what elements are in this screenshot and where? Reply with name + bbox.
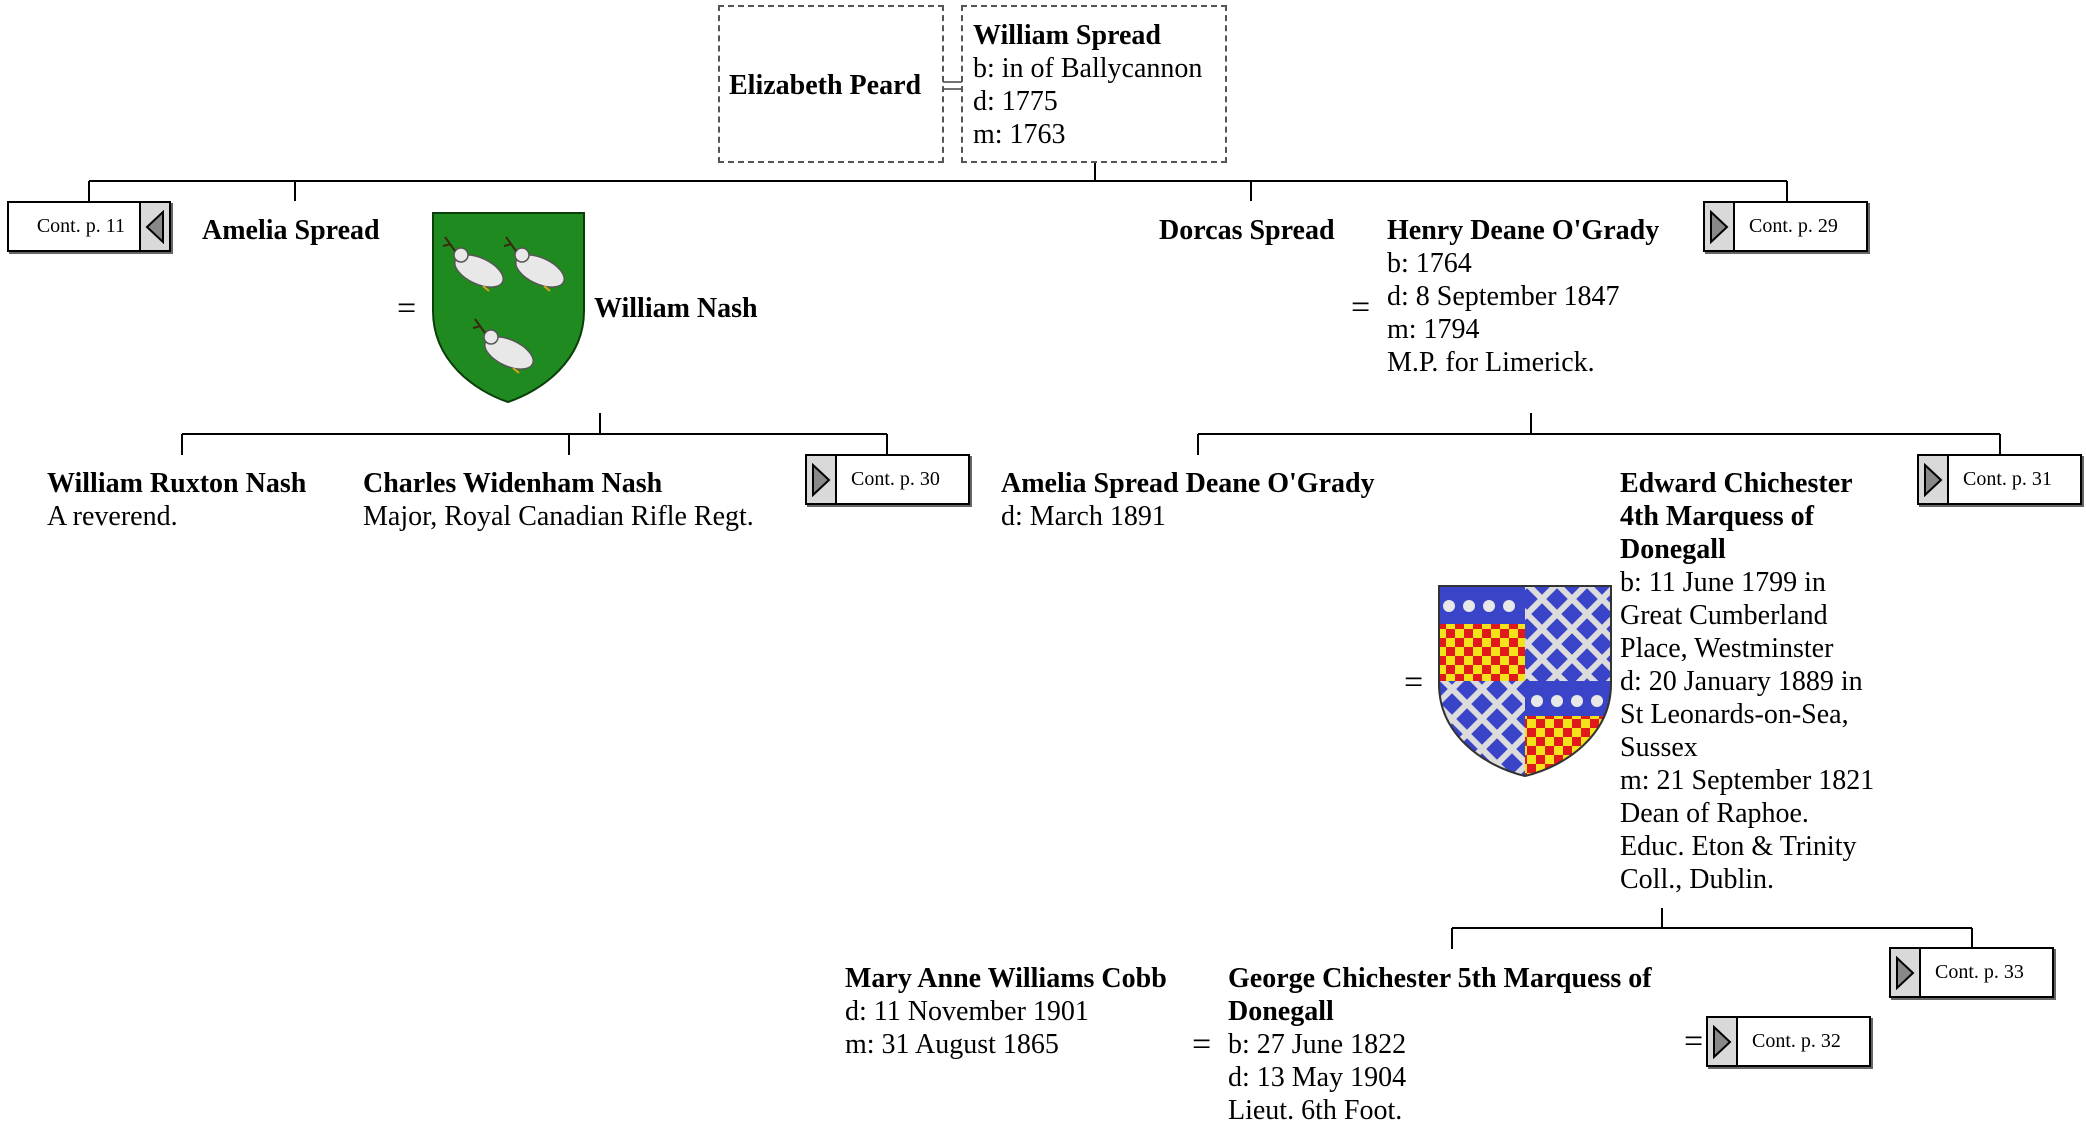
person-detail: Lieut. 6th Foot. <box>1228 1095 1403 1126</box>
person-detail: d: 8 September 1847 <box>1387 281 1620 312</box>
coat-of-arms-icon <box>432 212 585 404</box>
triangle-right-icon <box>1705 203 1735 250</box>
person-amelia-spread[interactable]: Amelia Spread <box>202 214 380 247</box>
person-detail: d: 11 November 1901 <box>845 996 1089 1027</box>
root-wife-box <box>718 5 944 163</box>
person-amelia-spread-deane-ogrady[interactable]: Amelia Spread Deane O'Grady d: March 189… <box>1001 467 1375 533</box>
cont-label: Cont. p. 32 <box>1752 1030 1841 1052</box>
person-edward-chichester[interactable]: Edward Chichester 4th Marquess of Donega… <box>1620 467 1885 896</box>
triangle-left-icon <box>139 203 169 250</box>
coat-of-arms-icon <box>1438 585 1612 778</box>
person-dorcas-spread[interactable]: Dorcas Spread <box>1159 214 1335 247</box>
nash-coat-of-arms <box>431 211 586 404</box>
cont-p11-button[interactable]: Cont. p. 11 <box>7 201 171 252</box>
person-detail: d: 20 January 1889 in St Leonards-on-Sea… <box>1620 666 1863 763</box>
person-name: William Ruxton Nash <box>47 468 307 499</box>
person-name: William Nash <box>594 293 758 324</box>
person-name: Amelia Spread Deane O'Grady <box>1001 468 1375 499</box>
root-husband-box <box>961 5 1227 163</box>
cont-p30-button[interactable]: Cont. p. 30 <box>805 454 970 505</box>
triangle-right-icon <box>1891 949 1921 996</box>
person-detail: d: March 1891 <box>1001 501 1166 532</box>
person-william-spread[interactable]: William Spread b: in of Ballycannon d: 1… <box>973 19 1202 151</box>
cont-p29-button[interactable]: Cont. p. 29 <box>1703 201 1868 252</box>
person-detail: A reverend. <box>47 501 178 532</box>
person-name: William Spread <box>973 20 1162 51</box>
person-detail: m: 1794 <box>1387 314 1480 345</box>
person-henry-deane-ogrady[interactable]: Henry Deane O'Grady b: 1764 d: 8 Septemb… <box>1387 214 1659 379</box>
person-name: George Chichester 5th Marquess of Donega… <box>1228 963 1652 1027</box>
person-detail: b: 1764 <box>1387 248 1472 279</box>
person-name: Edward Chichester 4th Marquess of Donega… <box>1620 468 1853 565</box>
triangle-right-icon <box>1708 1018 1738 1065</box>
person-william-nash[interactable]: William Nash <box>594 292 758 325</box>
person-detail: b: in of Ballycannon <box>973 53 1203 84</box>
cont-label: Cont. p. 31 <box>1963 468 2052 490</box>
person-name: Henry Deane O'Grady <box>1387 215 1660 246</box>
person-detail: b: 11 June 1799 in Great Cumberland Plac… <box>1620 567 1834 664</box>
person-detail: Educ. Eton & Trinity Coll., Dublin. <box>1620 831 1857 895</box>
marriage-symbol: = <box>1404 664 1424 701</box>
cont-label: Cont. p. 29 <box>1749 215 1838 237</box>
marriage-symbol: = <box>1684 1023 1704 1060</box>
cont-p33-button[interactable]: Cont. p. 33 <box>1889 947 2054 998</box>
person-name: Mary Anne Williams Cobb <box>845 963 1167 994</box>
triangle-right-icon <box>1919 456 1949 503</box>
person-charles-widenham-nash[interactable]: Charles Widenham Nash Major, Royal Canad… <box>363 467 754 533</box>
cont-p31-button[interactable]: Cont. p. 31 <box>1917 454 2082 505</box>
person-detail: m: 1763 <box>973 119 1066 150</box>
person-mary-anne-williams-cobb[interactable]: Mary Anne Williams Cobb d: 11 November 1… <box>845 962 1167 1061</box>
person-name: Charles Widenham Nash <box>363 468 663 499</box>
person-william-ruxton-nash[interactable]: William Ruxton Nash A reverend. <box>47 467 306 533</box>
person-detail: M.P. for Limerick. <box>1387 347 1595 378</box>
cont-p32-button[interactable]: Cont. p. 32 <box>1706 1016 1871 1067</box>
person-detail: m: 31 August 1865 <box>845 1029 1059 1060</box>
person-detail: Major, Royal Canadian Rifle Regt. <box>363 501 754 532</box>
person-detail: Dean of Raphoe. <box>1620 798 1809 829</box>
triangle-right-icon <box>807 456 837 503</box>
person-george-chichester[interactable]: George Chichester 5th Marquess of Donega… <box>1228 962 1698 1127</box>
marriage-symbol: = <box>1192 1026 1212 1063</box>
person-detail: d: 1775 <box>973 86 1058 117</box>
person-name: Amelia Spread <box>202 215 380 246</box>
marriage-symbol: = <box>1351 289 1371 326</box>
cont-label: Cont. p. 11 <box>36 215 125 237</box>
cont-label: Cont. p. 30 <box>851 468 940 490</box>
cont-label: Cont. p. 33 <box>1935 961 2024 983</box>
person-detail: d: 13 May 1904 <box>1228 1062 1407 1093</box>
person-detail: b: 27 June 1822 <box>1228 1029 1407 1060</box>
person-elizabeth-peard[interactable]: Elizabeth Peard <box>729 69 921 102</box>
person-name: Dorcas Spread <box>1159 215 1335 246</box>
person-detail: m: 21 September 1821 <box>1620 765 1875 796</box>
chichester-coat-of-arms <box>1437 584 1613 778</box>
marriage-symbol: = <box>397 290 417 327</box>
person-name: Elizabeth Peard <box>729 70 922 101</box>
